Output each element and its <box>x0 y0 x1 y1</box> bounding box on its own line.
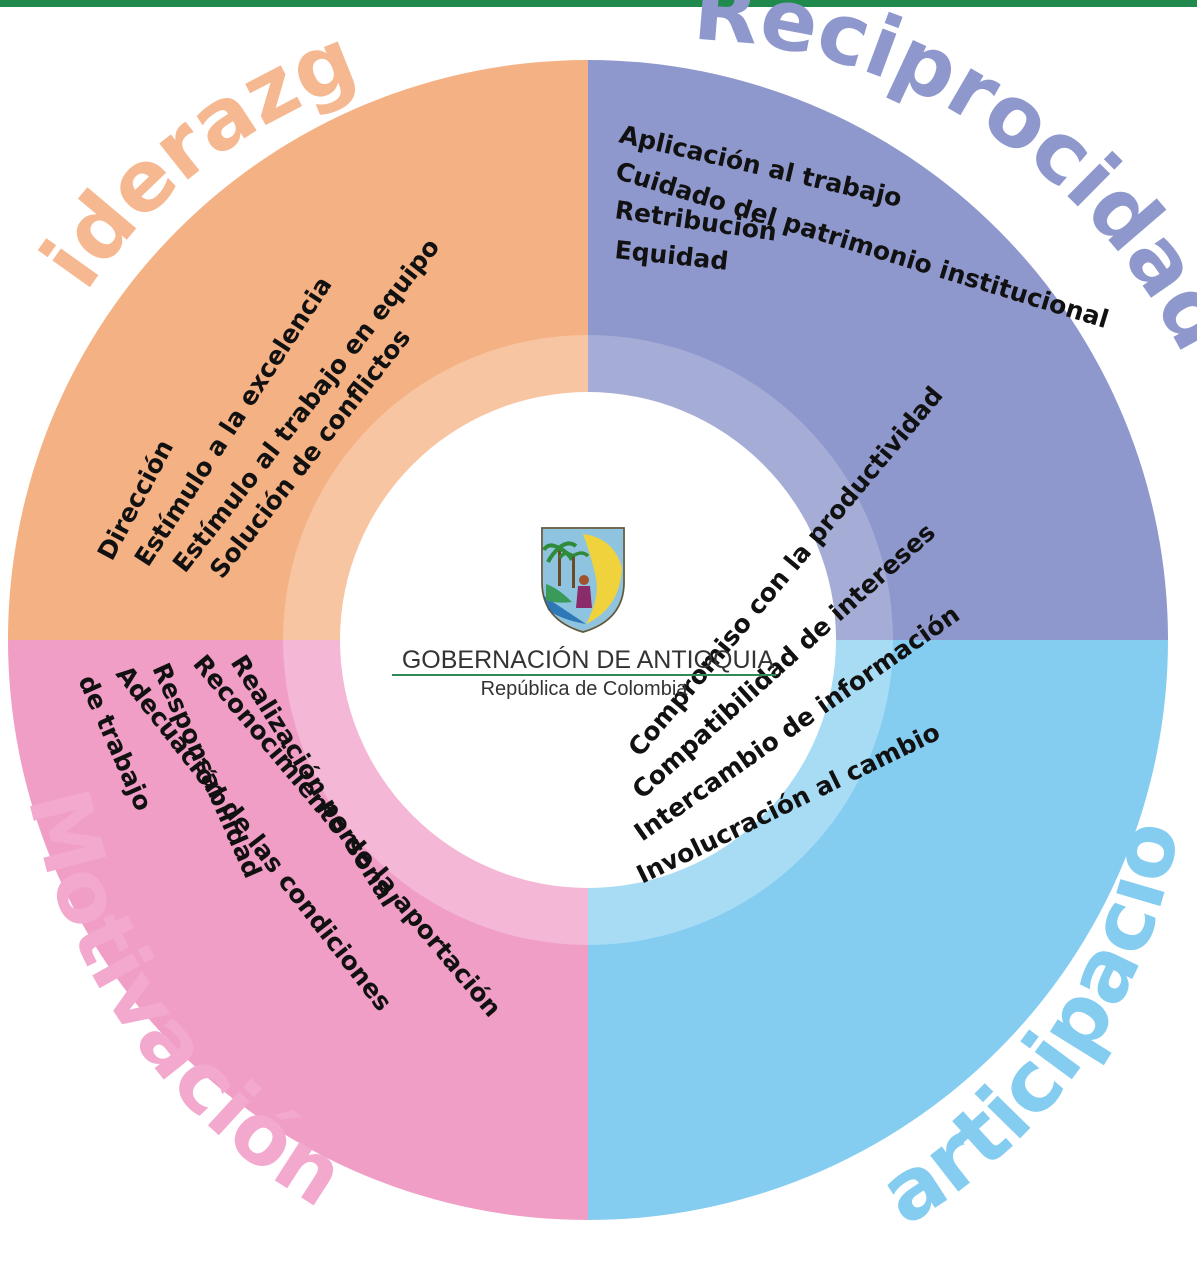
top-accent-bar <box>0 0 1197 7</box>
logo-title: GOBERNACIÓN DE ANTIOQUIA <box>402 645 775 674</box>
center-circle <box>340 392 836 888</box>
logo-subtitle: República de Colombia <box>481 678 689 700</box>
logo: GOBERNACIÓN DE ANTIOQUIA República de Co… <box>392 527 776 700</box>
coat-of-arms-shield-icon <box>541 527 625 634</box>
